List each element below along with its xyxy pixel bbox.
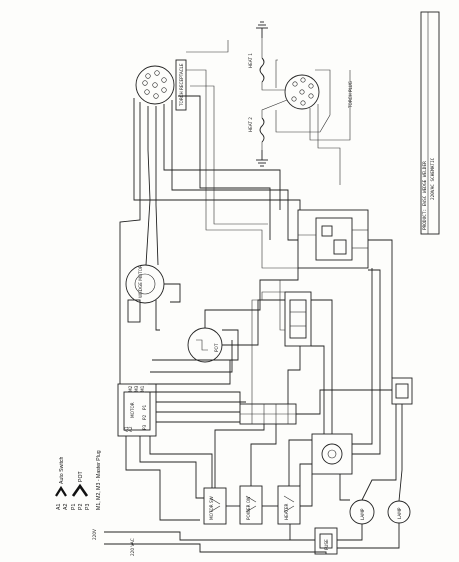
legend-auto-switch: Auto Switch xyxy=(59,456,65,484)
title-block: PRODUCT: EWSC WEDGE WELDER 220VAC SCHEMA… xyxy=(420,11,440,235)
supply-label-top: 220V xyxy=(92,529,97,540)
supply-label-bottom: 220 VAC xyxy=(130,538,135,556)
ground-icon xyxy=(256,150,268,167)
indicator-module xyxy=(391,377,413,405)
svg-text:LAMP: LAMP xyxy=(360,508,365,520)
relay-module xyxy=(284,291,312,347)
potentiometer: POT xyxy=(187,327,223,363)
svg-text:P3: P3 xyxy=(142,424,147,430)
svg-text:A2: A2 xyxy=(128,426,133,432)
lamp-2: LAMP xyxy=(387,500,411,524)
heater-switch[interactable]: HEATER xyxy=(277,485,301,525)
svg-text:HEATER: HEATER xyxy=(284,503,289,520)
fuse-block: FUSE xyxy=(314,527,338,555)
torch-plug-label: TORCH PLUG xyxy=(348,81,353,109)
motor-block-label: MOTOR xyxy=(130,402,135,418)
title-drawing: 220VAC SCHEMATIC xyxy=(430,157,436,200)
torch-plug: TORCH PLUG HEAT 1 HEAT 2 xyxy=(248,21,353,185)
lamp-1: LAMP xyxy=(349,499,375,525)
title-product: PRODUCT: EWSC WEDGE WELDER xyxy=(422,161,428,230)
m1-label: M1 xyxy=(140,385,145,392)
svg-text:LAMP: LAMP xyxy=(397,507,402,519)
legend-p1: P1 xyxy=(71,504,77,510)
torch-receptacle-label: TORCH RECEPTACLE xyxy=(179,63,184,107)
svg-text:HEAT 1: HEAT 1 xyxy=(248,53,253,68)
legend-a2: A2 xyxy=(63,504,69,510)
m2-label: M2 xyxy=(128,385,133,392)
legend-pot: POT xyxy=(78,471,84,482)
svg-text:P2: P2 xyxy=(142,414,147,420)
svg-text:FUSE: FUSE xyxy=(324,539,329,550)
legend-a1: A1 xyxy=(56,504,62,510)
legend-p2: P2 xyxy=(78,504,84,510)
heater-element-2: HEAT 2 xyxy=(248,117,265,143)
svg-text:POWER ON: POWER ON xyxy=(246,497,251,520)
transformer xyxy=(311,433,353,475)
wiring xyxy=(104,40,403,554)
legend-master-plug: M1, M2, M3 - Master Plug xyxy=(96,450,102,510)
legend-p3: P3 xyxy=(85,504,91,510)
heater-element-1: HEAT 1 xyxy=(248,53,265,83)
motor-control-block: MOTOR M1 M2 M3 P1 P2 P3 A1 A2 xyxy=(117,383,157,437)
torch-receptacle: TORCH RECEPTACLE xyxy=(135,59,187,111)
brace-icon xyxy=(55,485,67,497)
power-on-switch[interactable]: POWER ON xyxy=(239,485,263,525)
brace-icon xyxy=(71,483,89,497)
svg-text:A1: A1 xyxy=(124,426,129,432)
svg-text:HEAT 2: HEAT 2 xyxy=(248,117,253,132)
m3-label: M3 xyxy=(134,385,139,392)
wedge-motor-label: WEDGE MOTOR xyxy=(138,265,143,298)
wedge-motor: WEDGE MOTOR xyxy=(125,264,165,323)
terminal-strip xyxy=(239,403,297,425)
legend: A1 A2 Auto Switch P1 P2 P3 POT M1, M2, M… xyxy=(55,450,102,510)
svg-text:P1: P1 xyxy=(142,404,147,410)
ground-icon xyxy=(256,21,268,38)
temperature-controller xyxy=(297,209,369,269)
pot-label: POT xyxy=(214,343,219,352)
svg-text:MOTOR SW: MOTOR SW xyxy=(209,496,214,520)
motor-switch[interactable]: MOTOR SW xyxy=(203,487,227,525)
